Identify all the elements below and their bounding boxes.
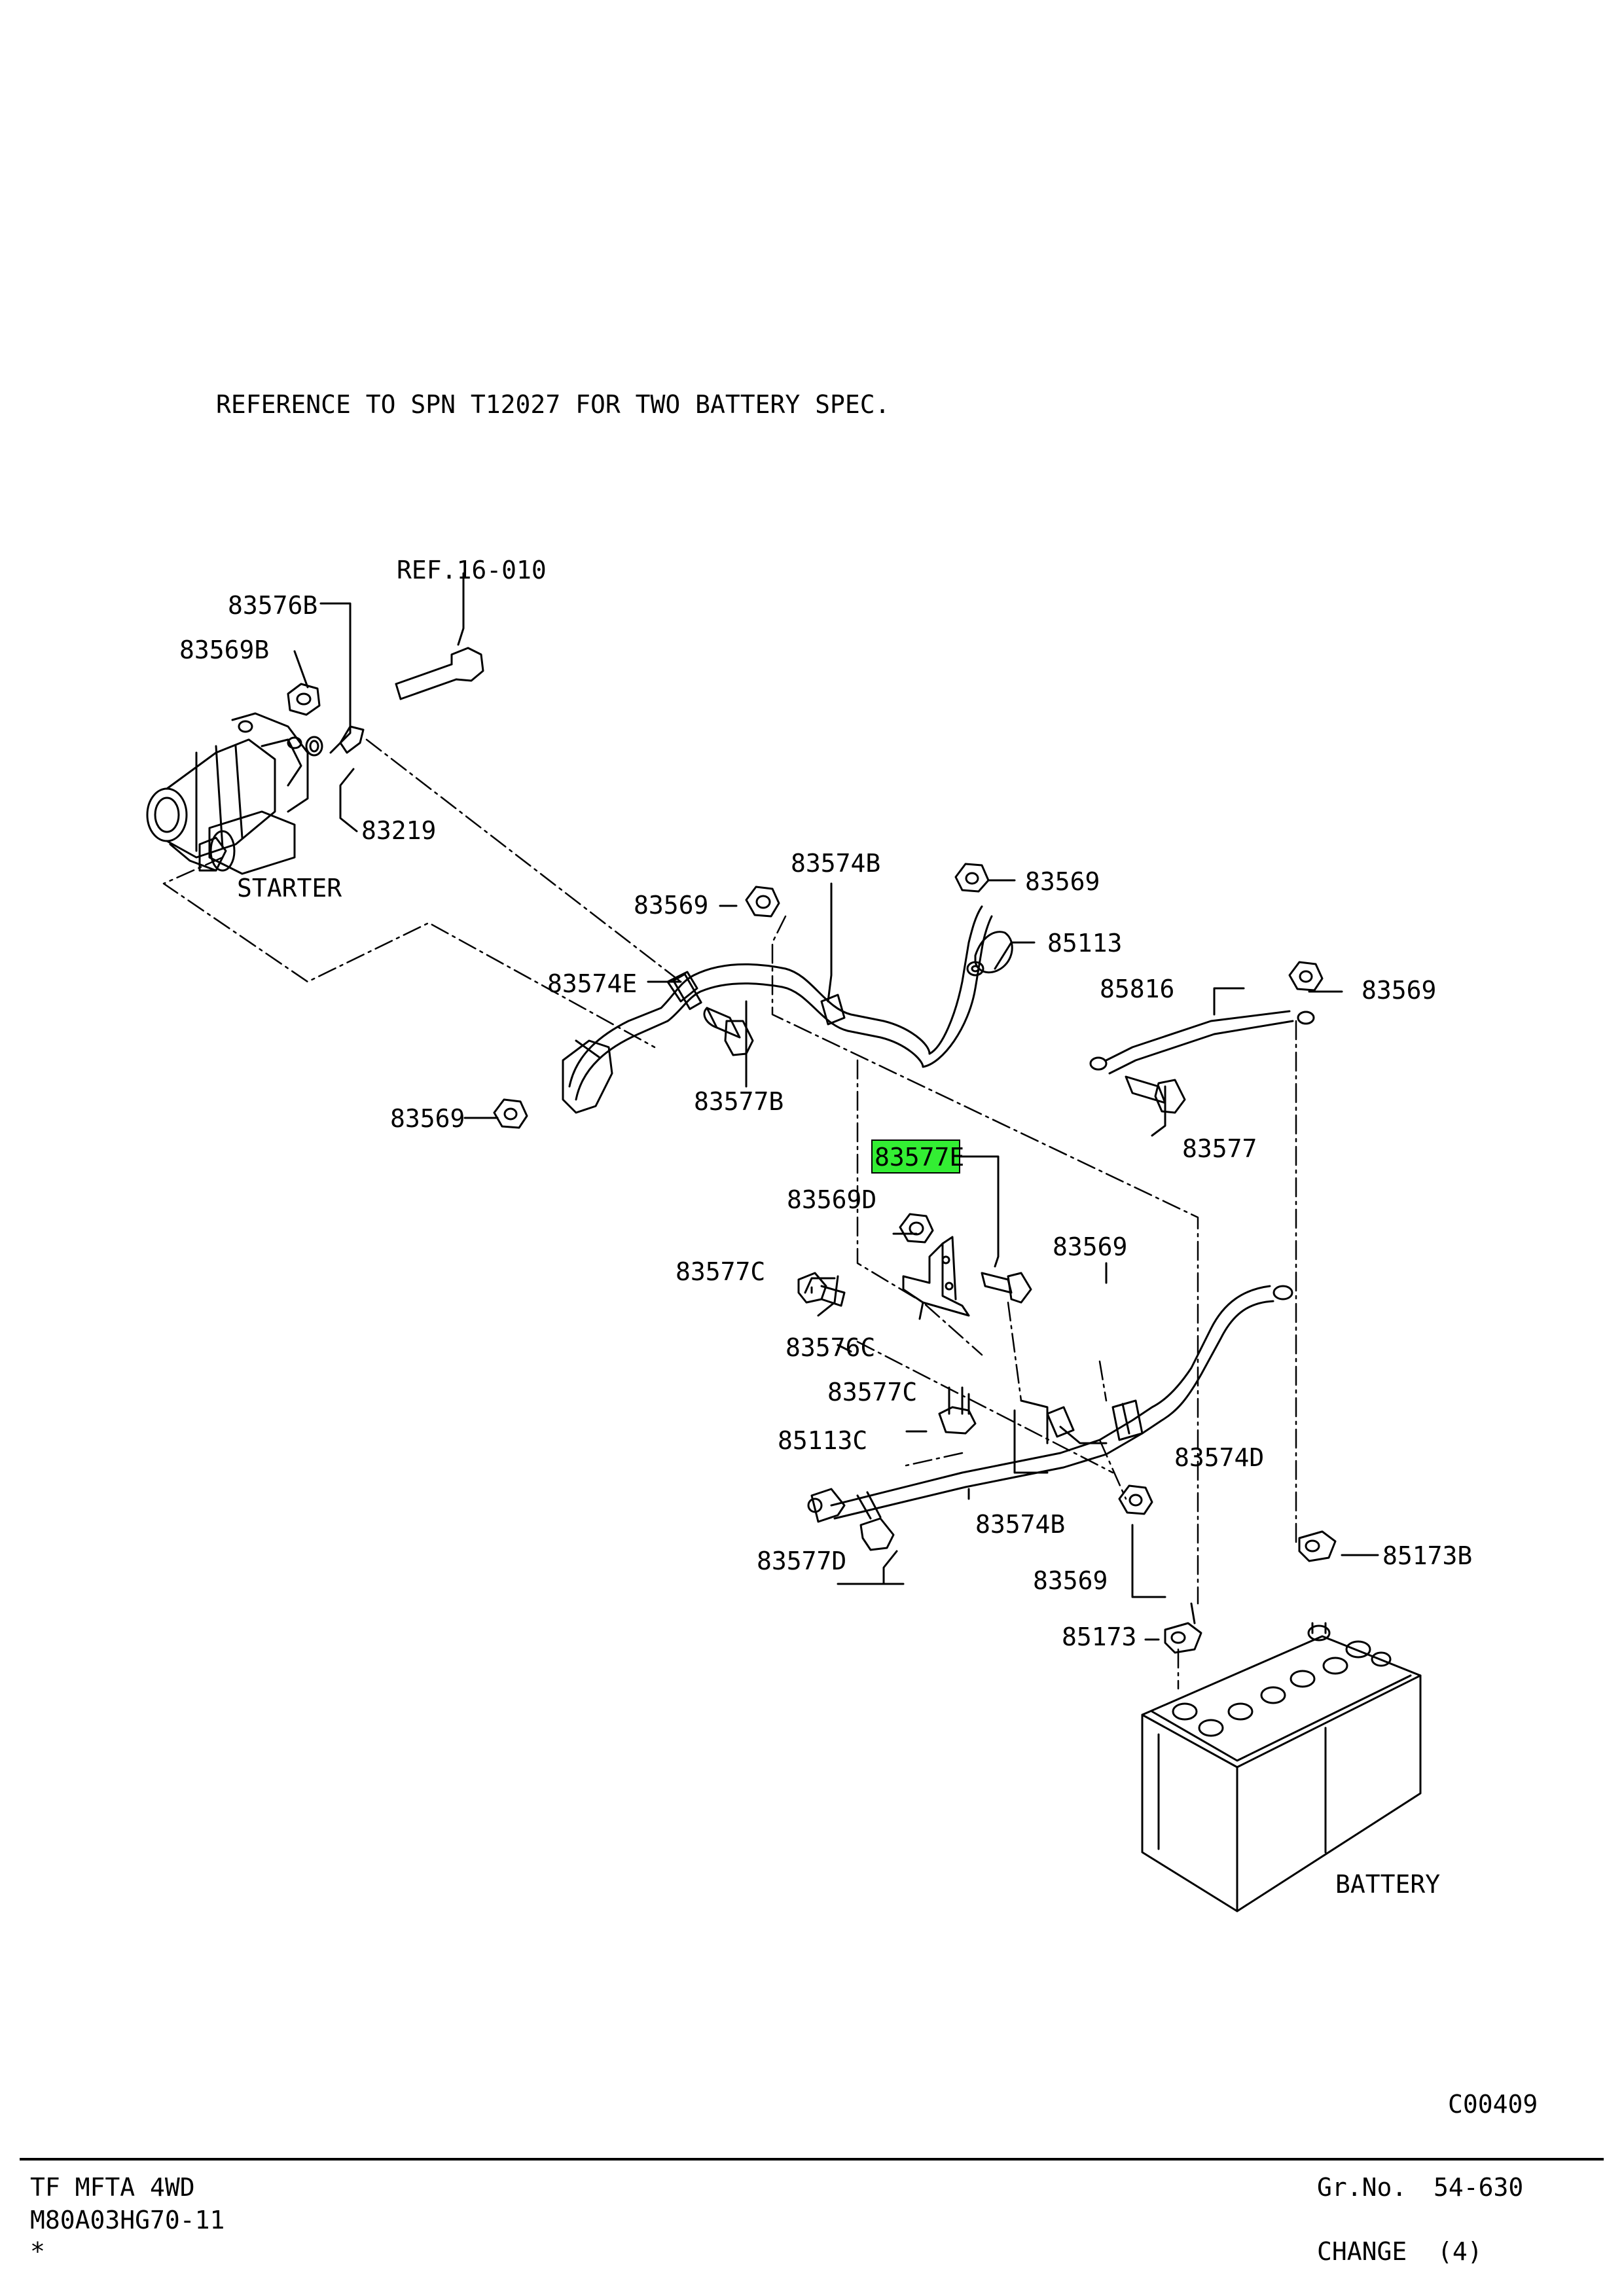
label-85816[interactable]: 85816 (1100, 975, 1174, 1003)
label-83577C-left[interactable]: 83577C (676, 1257, 765, 1286)
lower-cable (807, 1285, 1293, 1551)
label-83569-left[interactable]: 83569 (390, 1104, 465, 1133)
label-battery: BATTERY (1335, 1870, 1440, 1899)
label-83576B[interactable]: 83576B (228, 591, 317, 620)
upper-fasteners (493, 863, 1324, 1129)
footer-grno-label: Gr.No. (1317, 2173, 1407, 2202)
label-83569-mid[interactable]: 83569 (1053, 1232, 1127, 1261)
label-83569B[interactable]: 83569B (179, 636, 269, 664)
guide-lines (162, 738, 1297, 1690)
label-starter: STARTER (237, 874, 342, 903)
label-83576C[interactable]: 83576C (785, 1333, 875, 1362)
upper-cable (562, 905, 1013, 1114)
highlight-box (871, 1139, 960, 1174)
label-83219[interactable]: 83219 (361, 816, 436, 845)
label-85113[interactable]: 85113 (1047, 929, 1122, 958)
label-83569D[interactable]: 83569D (787, 1185, 876, 1214)
terminals (1164, 1530, 1337, 1654)
label-85173B[interactable]: 85173B (1382, 1541, 1472, 1570)
reference-note: REFERENCE TO SPN T12027 FOR TWO BATTERY … (216, 390, 890, 419)
label-83569-upper-left[interactable]: 83569 (634, 891, 708, 920)
label-83569-battery-side[interactable]: 83569 (1362, 976, 1436, 1005)
part-labels: REF.16-010 83576B 83569B 83219 STARTER 8… (179, 556, 1538, 2119)
label-83577[interactable]: 83577 (1182, 1134, 1257, 1163)
label-85113C[interactable]: 85113C (778, 1426, 867, 1455)
label-ref-16-010[interactable]: REF.16-010 (397, 556, 547, 584)
footer-mark: * (30, 2237, 45, 2266)
cable-85816 (1089, 1010, 1315, 1075)
label-83569-lower[interactable]: 83569 (1033, 1566, 1108, 1595)
footer-change-value: (4) (1437, 2237, 1483, 2266)
starter-motor (146, 712, 309, 875)
footer-grno-value: 54-630 (1434, 2173, 1524, 2202)
label-83577C-lower[interactable]: 83577C (827, 1378, 917, 1407)
label-83574B-upper[interactable]: 83574B (791, 849, 880, 878)
footer-catalog: M80A03HG70-11 (30, 2206, 225, 2234)
label-83574E[interactable]: 83574E (547, 969, 637, 998)
label-83577B[interactable]: 83577B (694, 1087, 784, 1116)
label-83577D[interactable]: 83577D (757, 1547, 846, 1575)
footer-model: TF MFTA 4WD (30, 2173, 195, 2202)
label-83569-upper-right[interactable]: 83569 (1025, 867, 1100, 896)
label-85173[interactable]: 85173 (1062, 1623, 1136, 1651)
bracket-assembly (797, 1213, 1032, 1435)
battery-body (1141, 1622, 1422, 1912)
footer-divider (20, 2158, 1604, 2161)
label-83574B-lower[interactable]: 83574B (975, 1510, 1065, 1539)
label-83574D[interactable]: 83574D (1174, 1443, 1264, 1472)
footer-change-label: CHANGE (1317, 2237, 1407, 2266)
label-83577E[interactable]: 83577E (875, 1143, 964, 1172)
illustration-code: C00409 (1448, 2090, 1538, 2119)
starter-small-parts (287, 647, 484, 757)
